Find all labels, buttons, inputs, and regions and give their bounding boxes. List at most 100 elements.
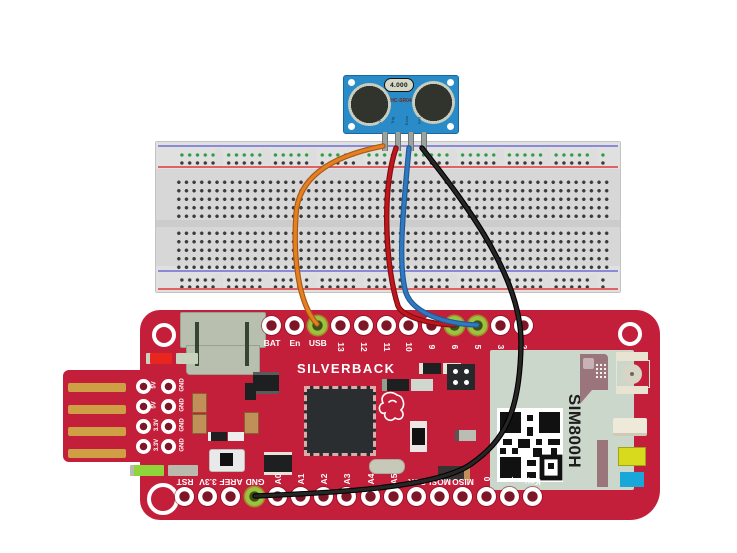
usb-contact — [68, 405, 126, 414]
pin-A3[interactable]: A3 — [337, 474, 357, 520]
pin-silk-label: 11 — [381, 342, 392, 352]
pin-hole — [445, 316, 465, 335]
pin-11[interactable]: 11 — [376, 315, 397, 363]
pin-A0[interactable]: A0 — [267, 474, 288, 520]
pin-MOSI[interactable]: MOSI — [429, 475, 452, 520]
pin-hole — [499, 487, 519, 506]
microusb-socket — [180, 312, 266, 348]
pin-10[interactable]: 10 — [399, 315, 419, 363]
power-pin-GND[interactable] — [160, 398, 176, 414]
white-component — [613, 418, 647, 436]
power-pin-3.3V[interactable] — [135, 418, 151, 434]
pin-Key[interactable]: Key — [523, 475, 543, 520]
pin-6[interactable]: 6 — [445, 315, 465, 363]
breadboard[interactable] — [155, 141, 621, 293]
pin-silk-label: Key — [525, 477, 541, 487]
usb-contact — [68, 449, 126, 458]
pin-hole — [221, 487, 241, 506]
power-pin-3.3V[interactable] — [135, 438, 151, 454]
pin-hole — [360, 487, 380, 506]
pin-silk-label: GND — [245, 477, 265, 487]
pin-5[interactable]: 5 — [468, 315, 488, 363]
pin-SCK[interactable]: SCK — [407, 475, 427, 520]
pin-A5[interactable]: A5 — [383, 474, 404, 520]
pin-silk-label: 0 — [481, 476, 492, 482]
power-pin-5V[interactable] — [135, 398, 151, 414]
power-pin-GND[interactable] — [160, 378, 176, 394]
pin-silk-label: 9 — [427, 344, 438, 350]
pin-A1[interactable]: A1 — [291, 474, 311, 520]
pin-3[interactable]: 3 — [491, 315, 511, 363]
rail-holes-connected — [176, 149, 608, 157]
pin-2[interactable]: 2 — [513, 315, 534, 363]
pin-hole — [291, 487, 310, 506]
center-channel — [156, 220, 620, 227]
power-pin-5V[interactable] — [135, 378, 151, 394]
pin-silk-label: 3 — [496, 344, 506, 350]
power-pin-GND[interactable] — [160, 438, 176, 454]
sensor-pin-label: Echo — [404, 115, 410, 126]
sensor-pin-trig[interactable] — [395, 132, 401, 151]
pin-hole — [383, 487, 403, 506]
pin-hole — [262, 316, 281, 335]
silverback-board[interactable]: SILVERBACK — [63, 310, 660, 520]
pin-silk-label: MOSI — [429, 477, 452, 487]
pin-hole — [468, 316, 488, 335]
pin-hole — [476, 487, 496, 506]
rail-line-red-2 — [158, 288, 618, 290]
pin-silk-label: A4 — [365, 473, 376, 485]
pin-silk-label: BAT — [263, 338, 281, 348]
sensor-pin-label: Trig — [389, 117, 395, 124]
pin-RST[interactable]: RST — [175, 475, 195, 520]
pin-BAT[interactable]: BAT — [262, 315, 282, 363]
mount-hole — [152, 323, 176, 347]
pin-hole — [337, 487, 357, 506]
pin-13[interactable]: 13 — [330, 315, 351, 363]
pin-0[interactable]: 0 — [476, 475, 497, 520]
antenna-connector-top — [616, 352, 648, 360]
sensor-mount-hole — [348, 79, 355, 86]
power-pin-GND[interactable] — [160, 418, 176, 434]
sensor-mount-hole — [348, 123, 355, 130]
pin-A4[interactable]: A4 — [360, 473, 381, 520]
pin-hole — [175, 487, 194, 506]
capacitor — [244, 412, 259, 434]
sensor-pin-gnd[interactable] — [421, 132, 427, 151]
pin-AREF[interactable]: AREF — [220, 475, 243, 520]
pin-hole — [453, 487, 473, 506]
pin-GND[interactable]: GND — [244, 475, 265, 520]
sensor-pin-vcc[interactable] — [382, 132, 388, 151]
smd-component — [410, 421, 427, 452]
pin-hole — [523, 487, 542, 506]
pin-hole — [307, 316, 327, 335]
pin-hole — [376, 316, 396, 335]
pin-En[interactable]: En — [284, 315, 305, 363]
pin-hole — [244, 487, 264, 506]
pin-silk-label: 12 — [358, 342, 369, 352]
pin-silk-label: 10 — [404, 342, 415, 352]
pin-USB[interactable]: USB — [307, 315, 328, 363]
sensor-mount-hole — [447, 123, 454, 130]
pin-hole — [330, 316, 350, 335]
pin-silk-label: 3.3V — [199, 477, 217, 487]
pin-3.3V[interactable]: 3.3V — [198, 475, 218, 520]
power-pin-label: GND — [179, 398, 186, 412]
power-pin-label: 3.3V — [154, 418, 161, 432]
pin-9[interactable]: 9 — [422, 315, 442, 363]
sensor-silkscreen: HC-SR04 — [390, 98, 412, 104]
green-led — [134, 465, 164, 476]
pin-12[interactable]: 12 — [353, 315, 374, 363]
pin-MISO[interactable]: MISO — [453, 475, 474, 520]
sensor-pin-echo[interactable] — [408, 132, 414, 151]
crystal — [369, 459, 405, 474]
board-name: SILVERBACK — [297, 361, 396, 376]
module-strip — [597, 440, 608, 487]
pin-1[interactable]: 1 — [499, 475, 520, 520]
pin-A2[interactable]: A2 — [314, 474, 334, 520]
pin-silk-label: 2 — [518, 344, 529, 350]
power-pin-label: 3.3V — [154, 438, 161, 452]
pin-hole — [353, 316, 373, 335]
reset-button[interactable] — [209, 449, 245, 472]
